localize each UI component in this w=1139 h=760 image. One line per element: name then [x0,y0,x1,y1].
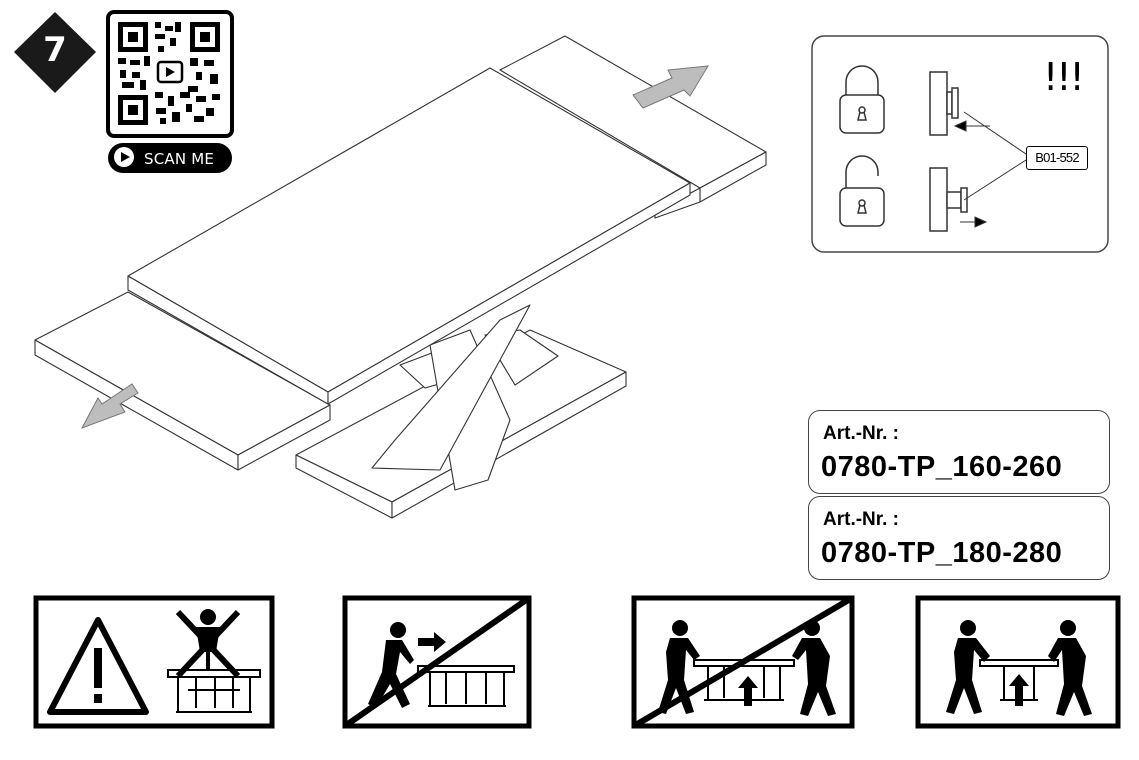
lock-panel [811,35,1109,253]
no-lifting-by-top-icon [631,595,855,729]
table-drawing [34,35,767,519]
article-number: 0780-TP_160-260 [821,451,1063,483]
scan-me-badge[interactable]: SCAN ME [108,143,232,173]
lift-by-frame-icon [915,595,1121,729]
article-box-2: Art.-Nr. : 0780-TP_180-280 [808,496,1110,580]
step-number: 7 [43,30,67,70]
scan-me-label: SCAN ME [144,150,215,168]
part-code-label: B01-552 [1026,146,1088,170]
lock-closed-icon [839,65,885,134]
extend-arrow-right [632,65,709,109]
extend-arrow-left [80,383,139,429]
warning-marks: !!! [1043,55,1085,99]
play-icon [114,147,134,167]
no-pushing-icon [342,595,532,729]
lock-open-icon [839,155,885,227]
bolt-icon [929,71,968,232]
article-box-1: Art.-Nr. : 0780-TP_160-260 [808,410,1110,494]
article-label: Art.-Nr. : [823,509,899,530]
article-label: Art.-Nr. : [823,423,899,444]
qr-code-icon [106,10,234,138]
article-number: 0780-TP_180-280 [821,537,1063,569]
step-badge [14,12,96,93]
no-standing-icon [167,609,261,713]
